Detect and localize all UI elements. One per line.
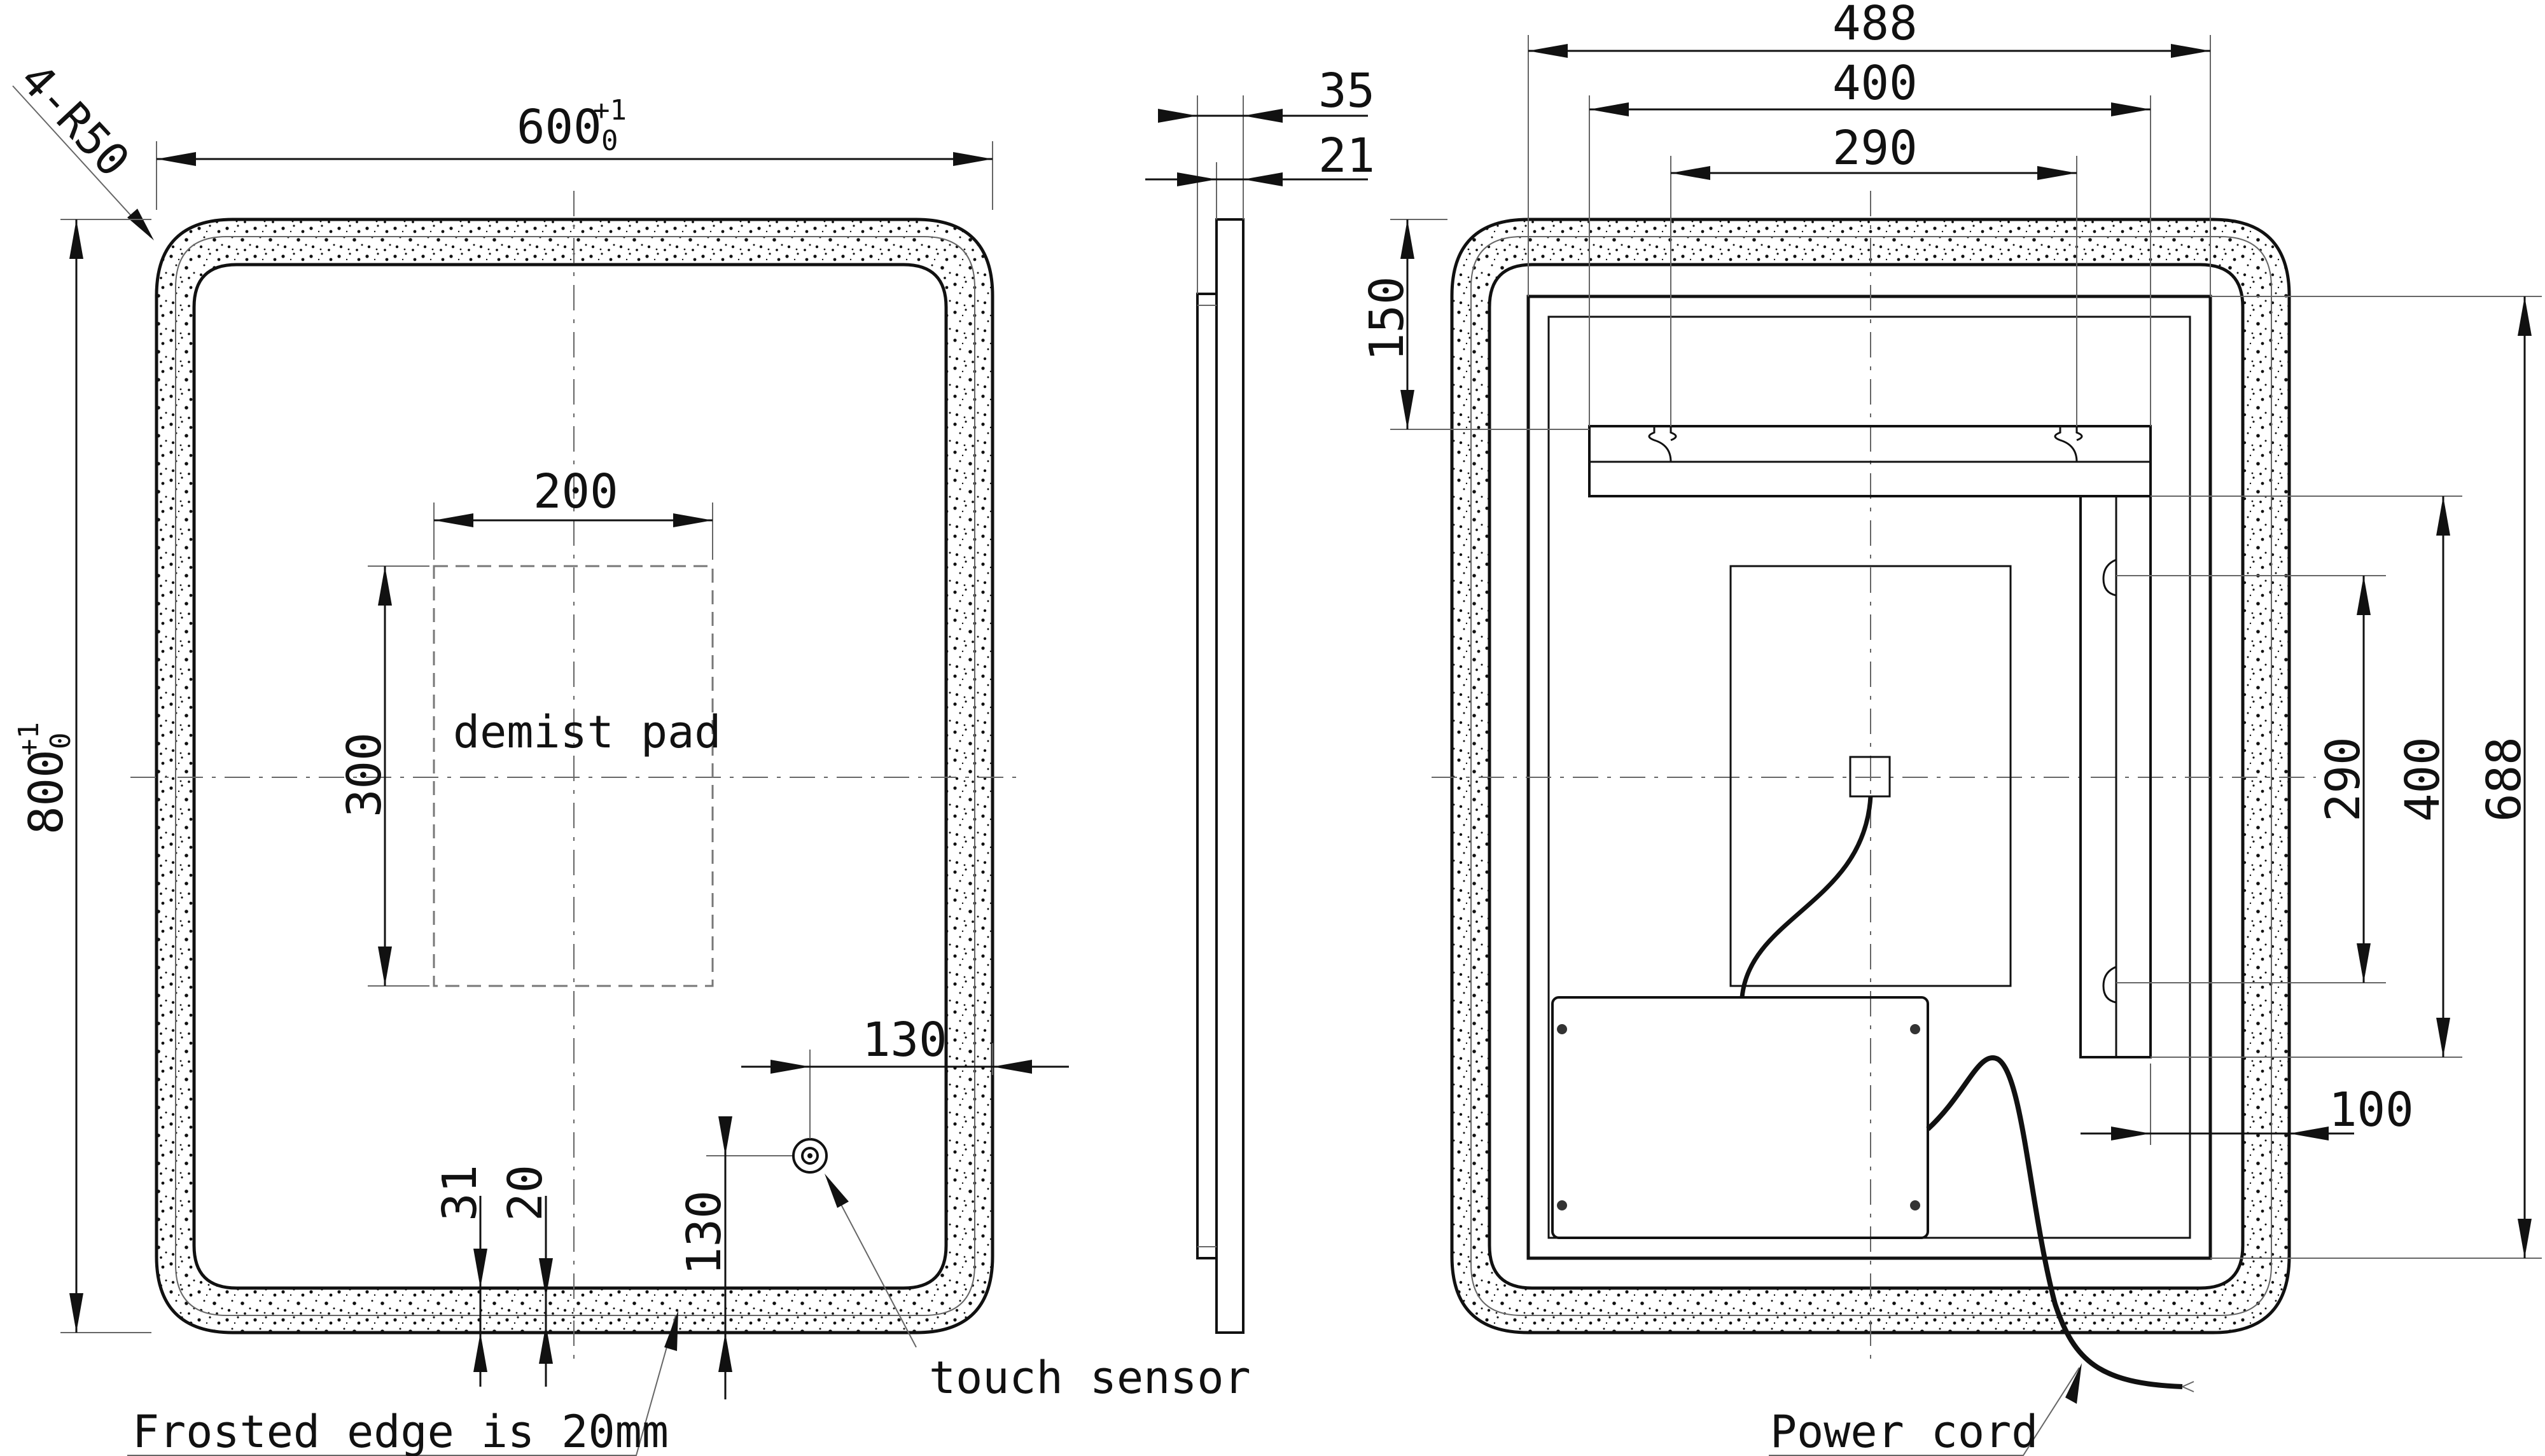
- back-frosted-edge: [1450, 218, 2291, 1335]
- demist-width-dim: 200: [533, 464, 618, 519]
- back-width-488: 488: [1832, 0, 1918, 51]
- corner-radius-label: 4-R50: [10, 53, 140, 187]
- height-tol-upper: +1: [13, 722, 45, 756]
- back-bottom-offset-100: 100: [2329, 1083, 2414, 1137]
- power-cord-label: Power cord: [1770, 1406, 2038, 1456]
- driver-box: [1551, 996, 1929, 1239]
- back-bracket-400: 400: [1832, 56, 1918, 111]
- width-tol-upper: +1: [593, 94, 627, 127]
- demist-pad-outline: [433, 565, 714, 987]
- front-view: 600 +1 0 4-R50 800 +1 0 200 300 demist: [10, 53, 1251, 1456]
- height-dim-value: 800: [19, 749, 74, 835]
- back-demist-pad: [1729, 565, 2012, 987]
- back-height-688: 688: [2477, 737, 2532, 822]
- frosted-edge-note: Frosted edge is 20mm: [132, 1406, 669, 1456]
- power-cord: [1926, 1055, 2183, 1389]
- back-hooks-right-290: 290: [2316, 737, 2371, 822]
- edge-dim-31: 31: [433, 1165, 487, 1221]
- touch-sensor-icon: [792, 1138, 828, 1174]
- demist-pad-label: demist pad: [453, 706, 721, 758]
- side-depth-21: 21: [1318, 128, 1375, 183]
- demist-height-dim: 300: [337, 732, 392, 817]
- back-hooks-290: 290: [1832, 121, 1918, 176]
- back-top-offset-150: 150: [1360, 276, 1414, 361]
- back-view: 488 400 290 150 290 400: [1360, 0, 2542, 1456]
- width-tol-lower: 0: [601, 125, 618, 157]
- height-tol-lower: 0: [45, 733, 77, 750]
- sensor-right-offset-dim: 130: [862, 1013, 947, 1067]
- front-frosted-edge: [155, 218, 994, 1335]
- sensor-bottom-offset-dim: 130: [677, 1190, 732, 1275]
- side-depth-35: 35: [1318, 64, 1375, 118]
- back-bracket-right-400: 400: [2395, 737, 2450, 822]
- width-dim-value: 600: [517, 100, 602, 155]
- side-view: 35 21: [1145, 64, 1375, 1334]
- touch-sensor-label: touch sensor: [929, 1352, 1251, 1404]
- edge-dim-20: 20: [498, 1165, 553, 1221]
